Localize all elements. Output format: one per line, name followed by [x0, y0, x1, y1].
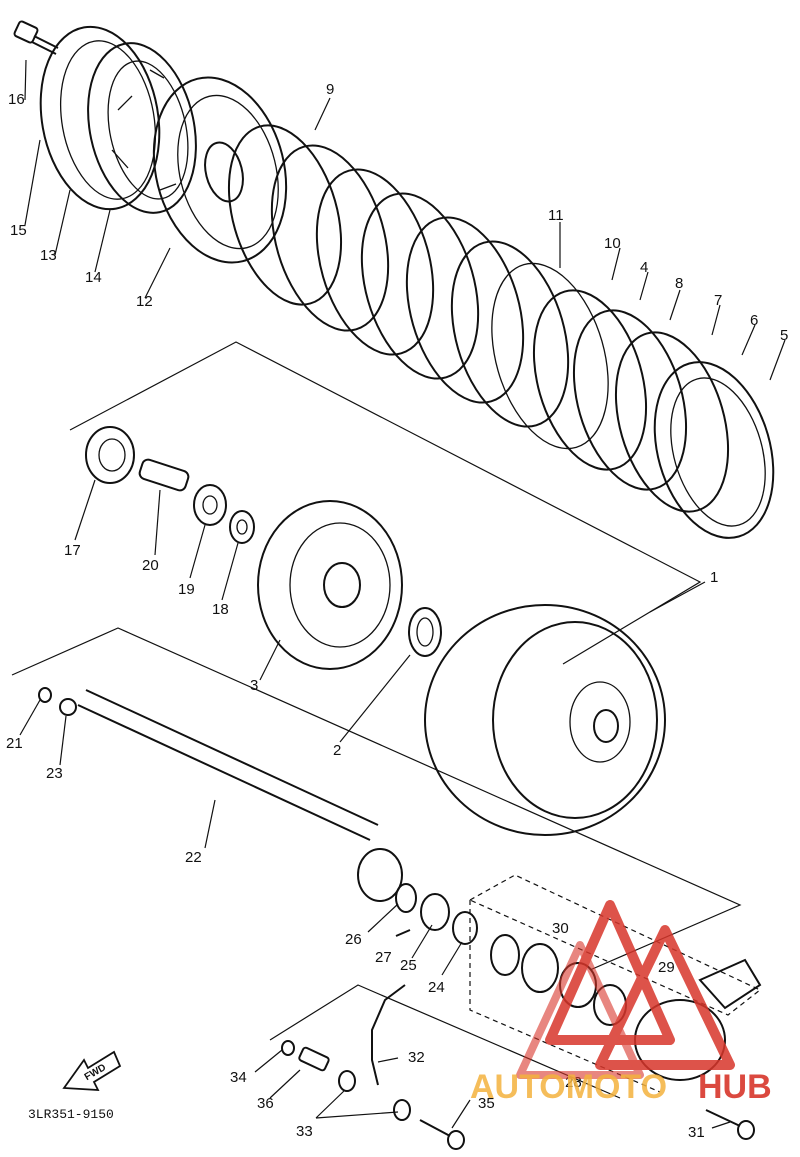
bolt-35	[419, 1119, 465, 1150]
label-16: 16	[8, 91, 25, 108]
label-36: 36	[257, 1095, 274, 1112]
label-30: 30	[552, 920, 569, 937]
thrust-washer-2	[408, 607, 442, 657]
circlip-26	[395, 883, 417, 913]
pressure-plate-13	[39, 25, 161, 211]
label-32: 32	[408, 1049, 425, 1066]
frame-upper	[69, 341, 702, 665]
seal-24	[452, 911, 478, 945]
cushion-rings-5-7	[653, 361, 775, 539]
push-lever-shaft-22	[77, 689, 403, 902]
label-35: 35	[478, 1095, 495, 1112]
bearing-30b	[521, 943, 559, 993]
label-15: 15	[10, 222, 27, 239]
label-2: 2	[333, 742, 341, 759]
washer-18	[229, 510, 255, 544]
label-4: 4	[640, 259, 648, 276]
bolt-31	[705, 1109, 755, 1140]
ring-parts-4-8	[532, 289, 730, 513]
diagram-code: 3LR351-9150	[28, 1107, 114, 1122]
label-24: 24	[428, 979, 445, 996]
label-29: 29	[658, 959, 675, 976]
clutch-plates-stack-9-11	[227, 124, 609, 450]
bleed-screw-36	[298, 1046, 330, 1072]
label-18: 18	[212, 601, 229, 618]
label-7: 7	[714, 292, 722, 309]
nut-19	[193, 484, 227, 526]
bolt-16	[13, 20, 59, 55]
label-31: 31	[688, 1124, 705, 1141]
o-ring-34	[281, 1040, 295, 1056]
label-25: 25	[400, 957, 417, 974]
watermark-logo	[516, 900, 735, 1079]
washers-33	[338, 1070, 411, 1121]
leader-lines	[19, 59, 786, 1129]
hose-32	[371, 984, 406, 1086]
label-22: 22	[185, 849, 202, 866]
clutch-housing-1	[424, 604, 666, 836]
label-33: 33	[296, 1123, 313, 1140]
label-10: 10	[604, 235, 621, 252]
label-11: 11	[548, 207, 564, 224]
bearing-25	[420, 893, 450, 931]
push-rod-20	[138, 458, 190, 492]
label-8: 8	[675, 275, 683, 292]
bearing-17	[85, 426, 135, 484]
pin-27	[395, 929, 411, 937]
primary-driven-gear-3	[257, 500, 403, 670]
label-12: 12	[136, 293, 153, 310]
label-17: 17	[64, 542, 81, 559]
ball-23	[59, 698, 77, 716]
seal-ring-30	[490, 934, 520, 976]
label-13: 13	[40, 247, 57, 264]
frame-lower	[269, 984, 621, 1099]
label-20: 20	[142, 557, 159, 574]
label-14: 14	[85, 269, 102, 286]
o-ring-21	[38, 687, 52, 703]
fwd-arrow: FWD	[62, 1050, 122, 1091]
frame-dashed-subassembly	[468, 874, 762, 1016]
watermark-text-hub: HUB	[698, 1068, 772, 1106]
label-5: 5	[780, 327, 788, 344]
label-1: 1	[710, 569, 718, 586]
label-23: 23	[46, 765, 63, 782]
label-21: 21	[6, 735, 23, 752]
label-34: 34	[230, 1069, 247, 1086]
watermark-text-automoto: AUTOMOTO	[470, 1068, 667, 1106]
label-6: 6	[750, 312, 758, 329]
label-3: 3	[250, 677, 258, 694]
label-19: 19	[178, 581, 195, 598]
spring-plate-14	[87, 42, 197, 214]
label-9: 9	[326, 81, 334, 98]
clutch-boss-12	[152, 76, 288, 264]
label-27: 27	[375, 949, 392, 966]
label-26: 26	[345, 931, 362, 948]
part-labels: 1 2 3 4 5 6 7 8 9 10 11 12 13 14 15 16 1…	[6, 81, 788, 1141]
